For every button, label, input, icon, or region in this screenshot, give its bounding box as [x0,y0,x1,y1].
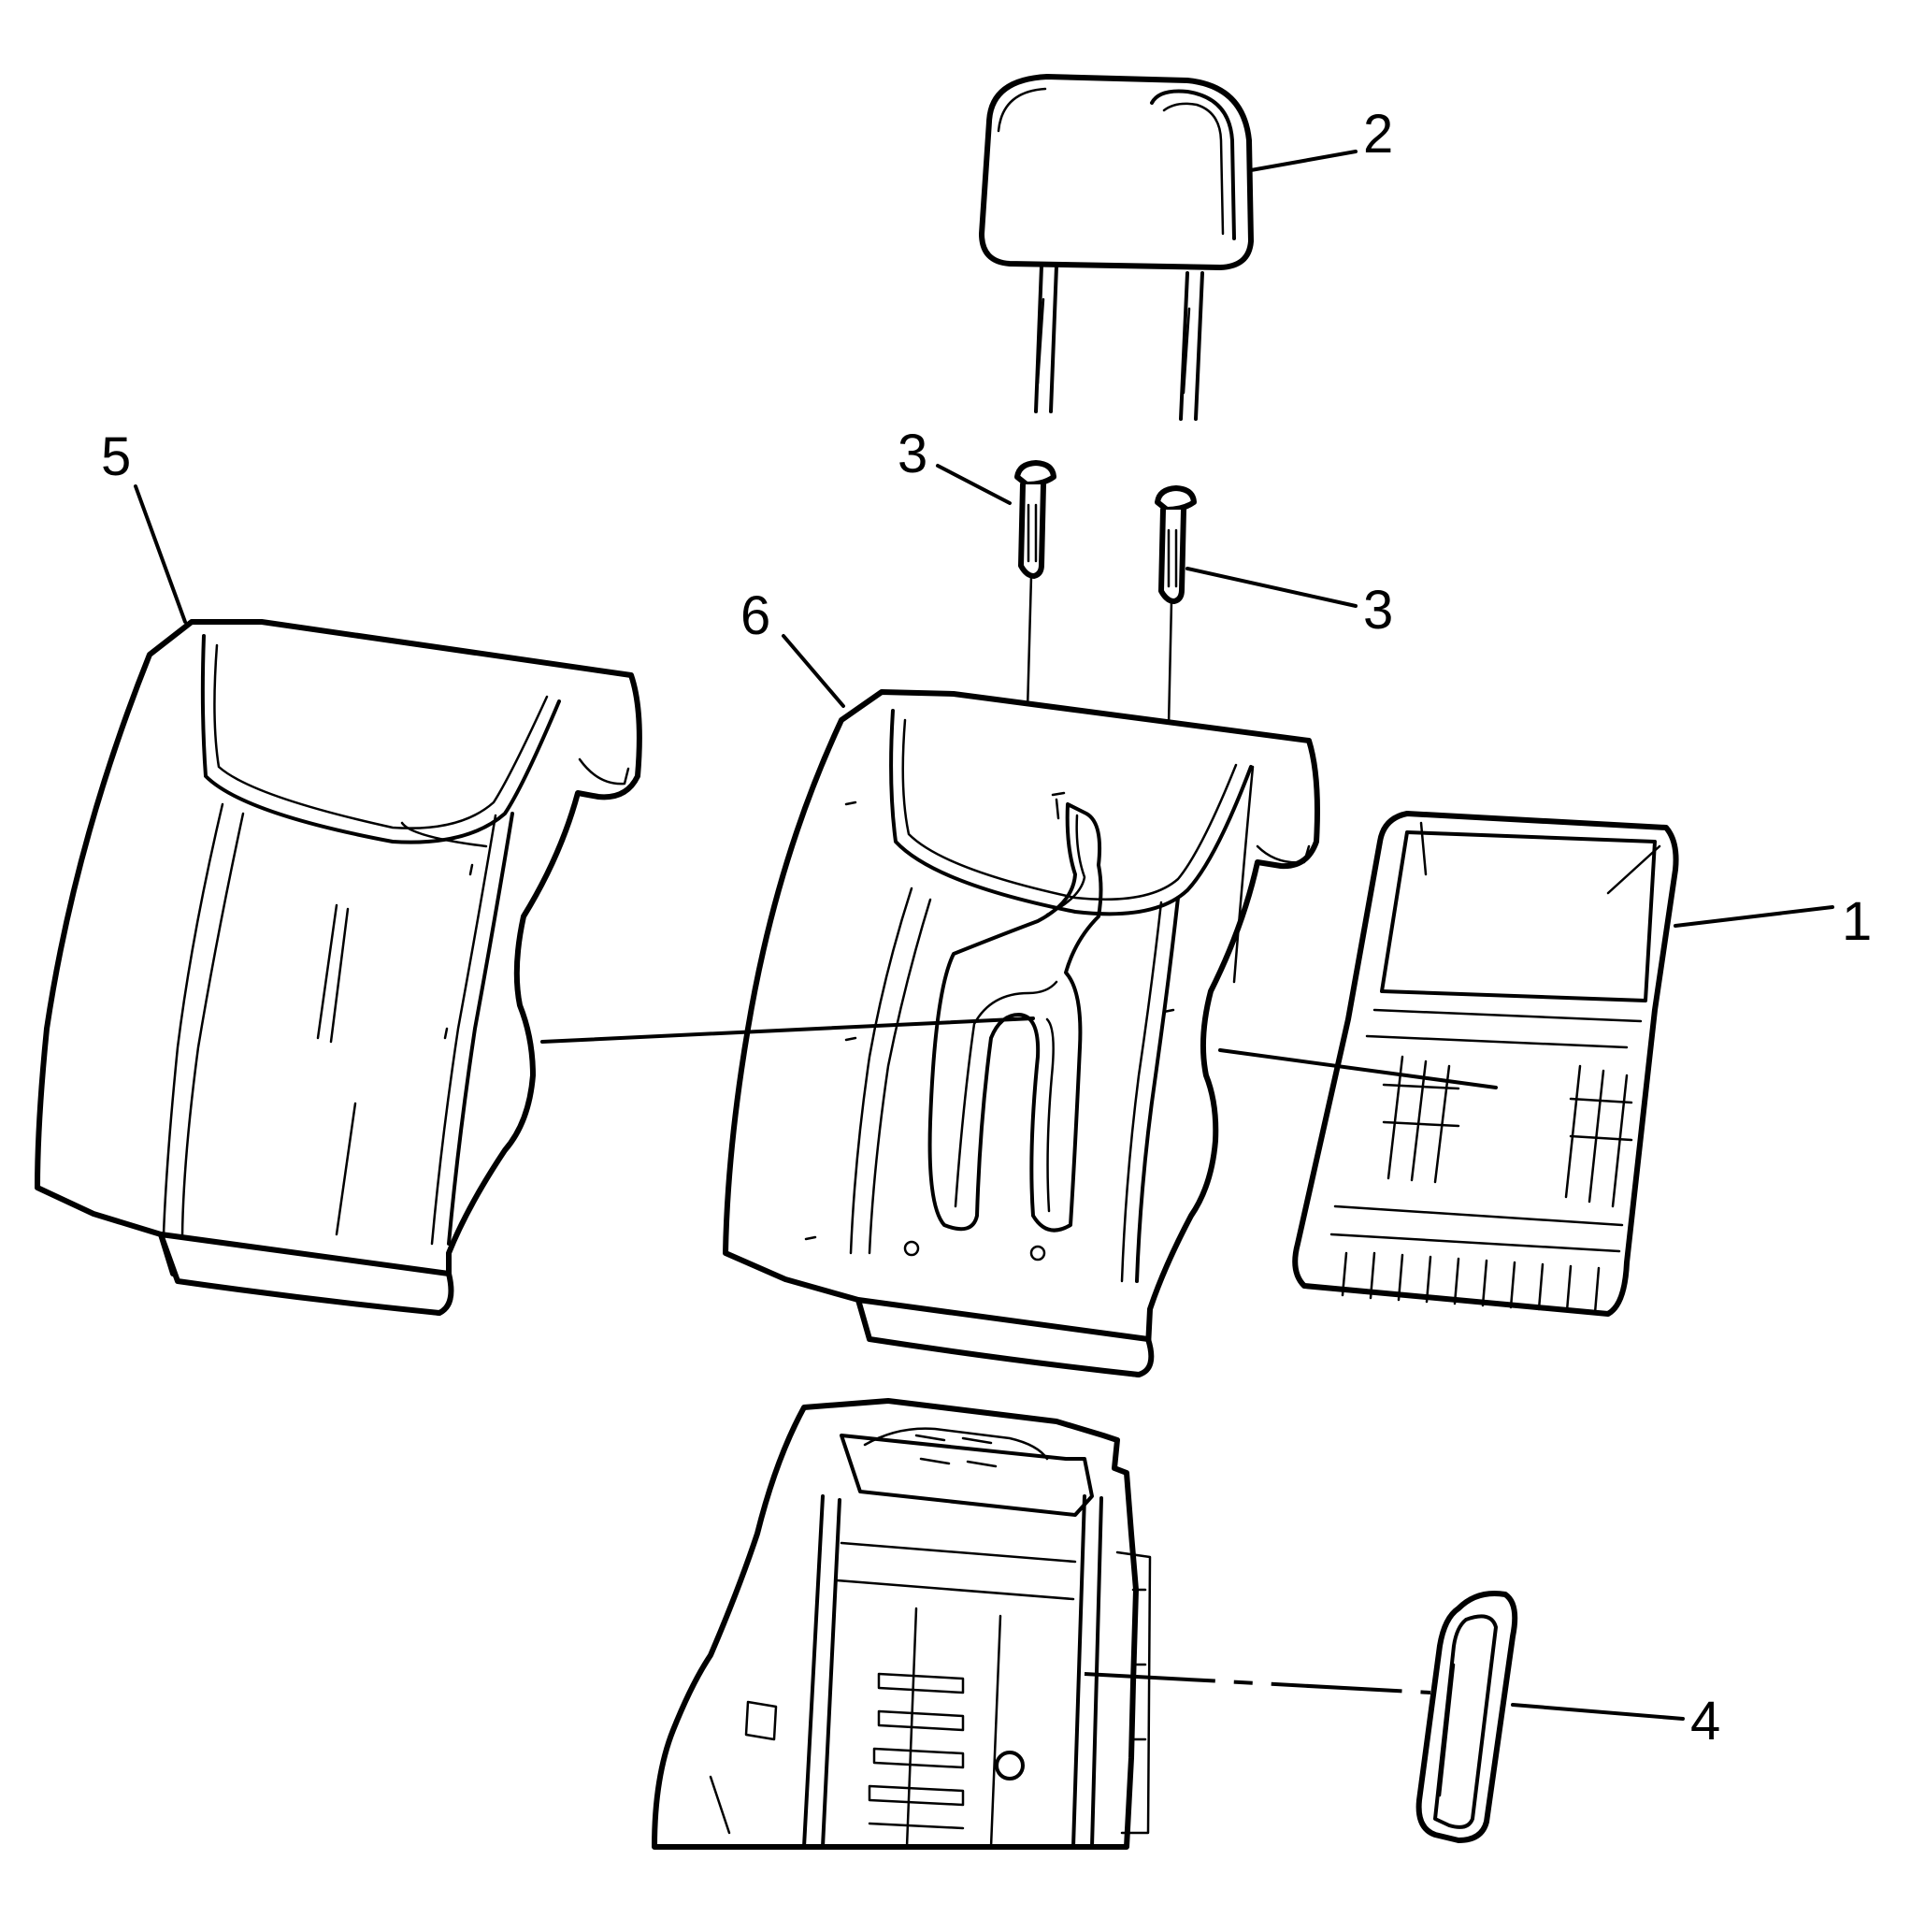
seat-back-cover [35,619,642,1316]
headrest-guide-right [1155,485,1197,728]
callout-3-right: 3 [1363,580,1393,641]
seat-back-panel [1292,811,1679,1317]
seat-back-frame [652,1398,1152,1850]
callout-4: 4 [1690,1691,1720,1752]
side-trim-cover [1415,1591,1518,1843]
headrest [979,74,1254,421]
leader-lines [134,150,1834,1721]
callout-3-left: 3 [898,424,927,484]
callout-6: 6 [740,585,770,646]
seat-back-cushion-pad [723,689,1320,1377]
headrest-guide-left [1014,460,1056,713]
callout-1: 1 [1842,891,1872,952]
callout-5: 5 [101,426,131,487]
callout-2: 2 [1363,104,1393,165]
